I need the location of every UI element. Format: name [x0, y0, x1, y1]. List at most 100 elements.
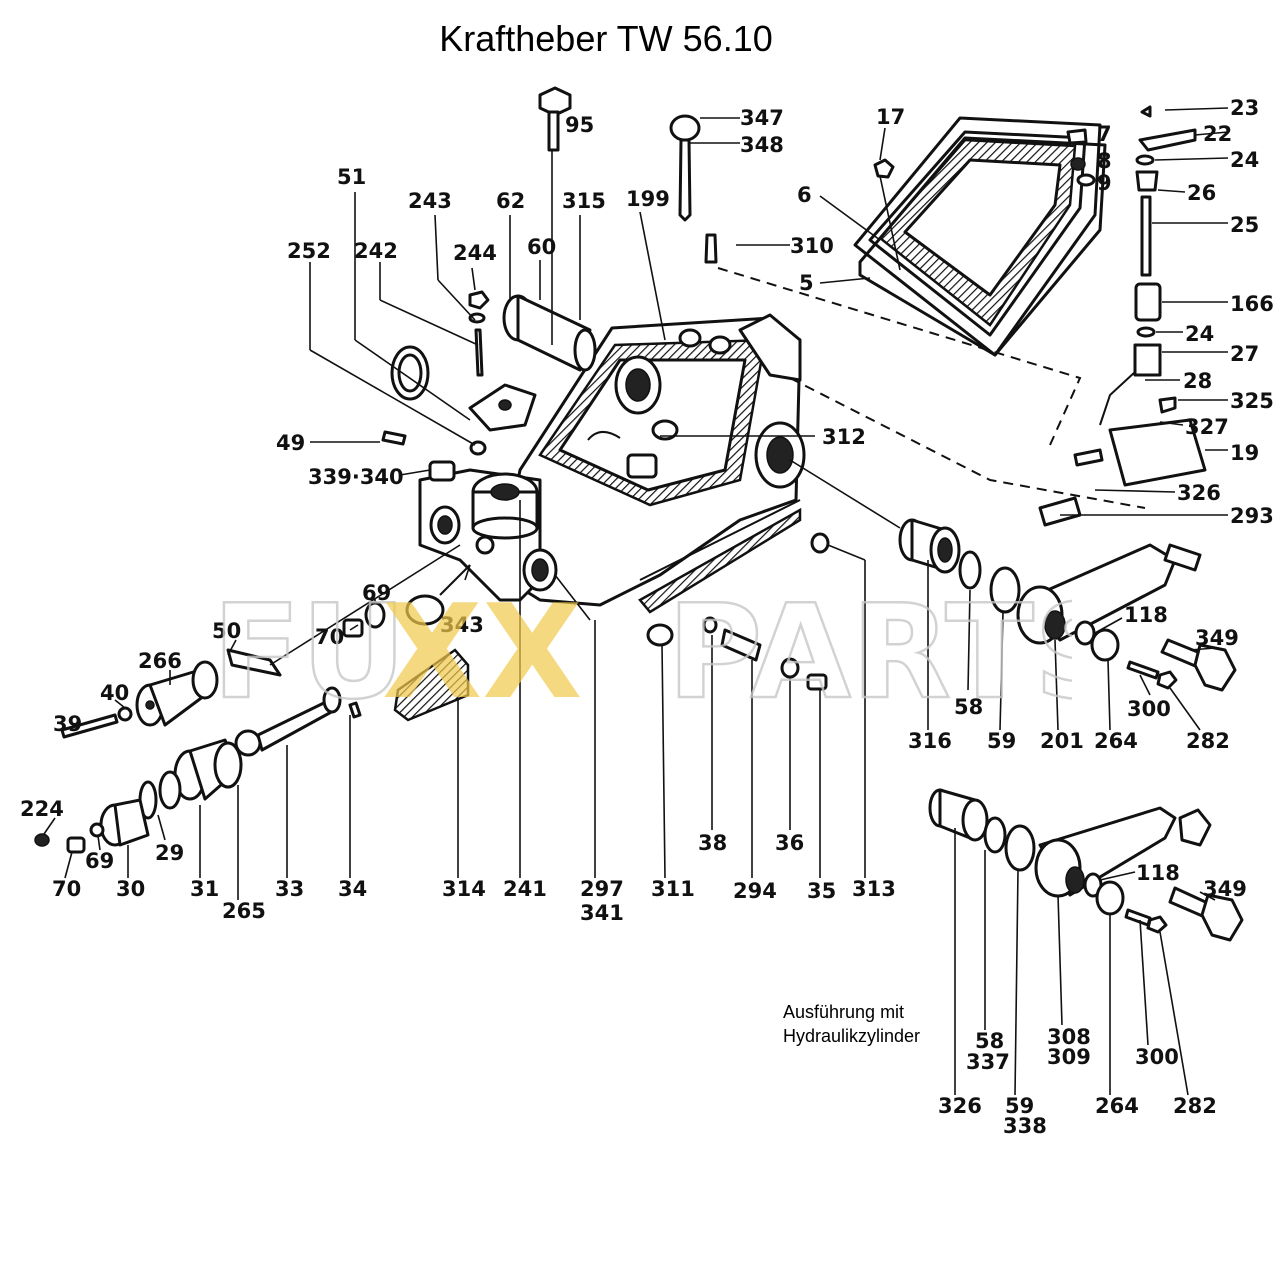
callout: 294: [733, 879, 777, 903]
washer-40: [117, 706, 133, 722]
callout: 297: [580, 877, 624, 901]
callout: 343: [440, 613, 484, 637]
callout: 69: [85, 849, 114, 873]
callout: 264: [1095, 1094, 1139, 1118]
callout: 300: [1135, 1045, 1179, 1069]
variant-caption-line-1: Ausführung mit: [783, 1002, 905, 1022]
cover-30: [99, 798, 150, 847]
washer-69-lower: [89, 822, 105, 838]
callout: 9: [1097, 171, 1112, 195]
dashed-guide-bottom: [789, 377, 1146, 509]
callout: 282: [1186, 729, 1230, 753]
callout: 95: [565, 113, 594, 137]
pin-23: [1140, 105, 1152, 118]
callout: 341: [580, 901, 624, 925]
washer-8: [1070, 157, 1086, 171]
callout: 310: [790, 234, 834, 258]
bolt-95: [538, 86, 572, 152]
variant-assembly: [928, 788, 1244, 942]
page-title: Kraftheber TW 56.10: [439, 18, 773, 59]
callout: 118: [1124, 603, 1168, 627]
callout: 26: [1187, 181, 1216, 205]
watermark-suffix: PARTS: [667, 576, 1072, 722]
callout: 326: [938, 1094, 982, 1118]
callout: 70: [52, 877, 81, 901]
plug-343: [405, 594, 445, 626]
callout: 8: [1097, 149, 1112, 173]
sensor-293: [1038, 496, 1082, 527]
callout: 70: [315, 625, 344, 649]
callout: 23: [1230, 96, 1259, 120]
callout: 224: [20, 797, 64, 821]
callout: 50: [212, 619, 241, 643]
callout: 300: [1127, 697, 1171, 721]
callout: 339·340: [308, 465, 404, 489]
callout: 265: [222, 899, 266, 923]
ring-31: [158, 770, 182, 810]
plug-224: [34, 833, 50, 847]
variant-caption-line-2: Hydraulikzylinder: [783, 1026, 921, 1046]
rod-33: [234, 686, 342, 757]
nut-244: [468, 290, 490, 310]
lever-22: [1138, 128, 1197, 152]
dashed-guide-top: [717, 267, 1082, 446]
callout: 309: [1047, 1045, 1091, 1069]
plug-311: [646, 623, 674, 647]
callout: 28: [1183, 369, 1212, 393]
callout: 347: [740, 106, 784, 130]
callout: 244: [453, 241, 497, 265]
callout: 24: [1185, 322, 1214, 346]
callout: 264: [1094, 729, 1138, 753]
valve-cover-242: [468, 383, 537, 432]
callout: 40: [100, 681, 129, 705]
callout: 30: [116, 877, 145, 901]
callout: 29: [155, 841, 184, 865]
lever-50: [226, 648, 282, 677]
callout: 337: [966, 1050, 1010, 1074]
callout: 293: [1230, 504, 1274, 528]
pin-310: [704, 233, 718, 264]
washer-118: [1074, 620, 1096, 646]
washer-243: [468, 312, 486, 324]
sleeve-166: [1134, 282, 1162, 322]
callout: 327: [1185, 415, 1229, 439]
ball-38: [702, 616, 718, 634]
leader-lines: [43, 107, 1229, 1096]
seal-59: [989, 566, 1021, 614]
callout: 27: [1230, 342, 1259, 366]
callout: 199: [626, 187, 670, 211]
callout: 24: [1230, 148, 1259, 172]
watermark-highlight: XX: [382, 576, 582, 722]
callout: 34: [338, 877, 367, 901]
callout: 313: [852, 877, 896, 901]
callout: 348: [740, 133, 784, 157]
fitting-325: [1158, 396, 1177, 414]
callout: 25: [1230, 213, 1259, 237]
callout: 38: [698, 831, 727, 855]
bushing-27: [1133, 343, 1162, 377]
callout: 22: [1203, 122, 1232, 146]
callout: 311: [651, 877, 695, 901]
pin: [439, 564, 471, 596]
rod-28: [1099, 371, 1136, 426]
bushing-26: [1135, 170, 1159, 192]
callout: 19: [1230, 441, 1259, 465]
washer-9: [1076, 173, 1096, 187]
callout: 266: [138, 649, 182, 673]
cylinder-62: [502, 294, 597, 372]
callout: 7: [1097, 122, 1112, 146]
callout: 252: [287, 239, 331, 263]
callout: 5: [799, 271, 814, 295]
callout: 33: [275, 877, 304, 901]
callout: 59: [1005, 1094, 1034, 1118]
callout: 241: [503, 877, 547, 901]
plug-35: [806, 673, 828, 691]
callout: 166: [1230, 292, 1274, 316]
variant-caption: Ausführung mit Hydraulikzylinder: [783, 1000, 920, 1048]
callout: 60: [527, 235, 556, 259]
screw-49: [381, 430, 407, 446]
callout: 338: [1003, 1114, 1047, 1138]
callout: 326: [1177, 481, 1221, 505]
spring-294: [720, 628, 762, 662]
